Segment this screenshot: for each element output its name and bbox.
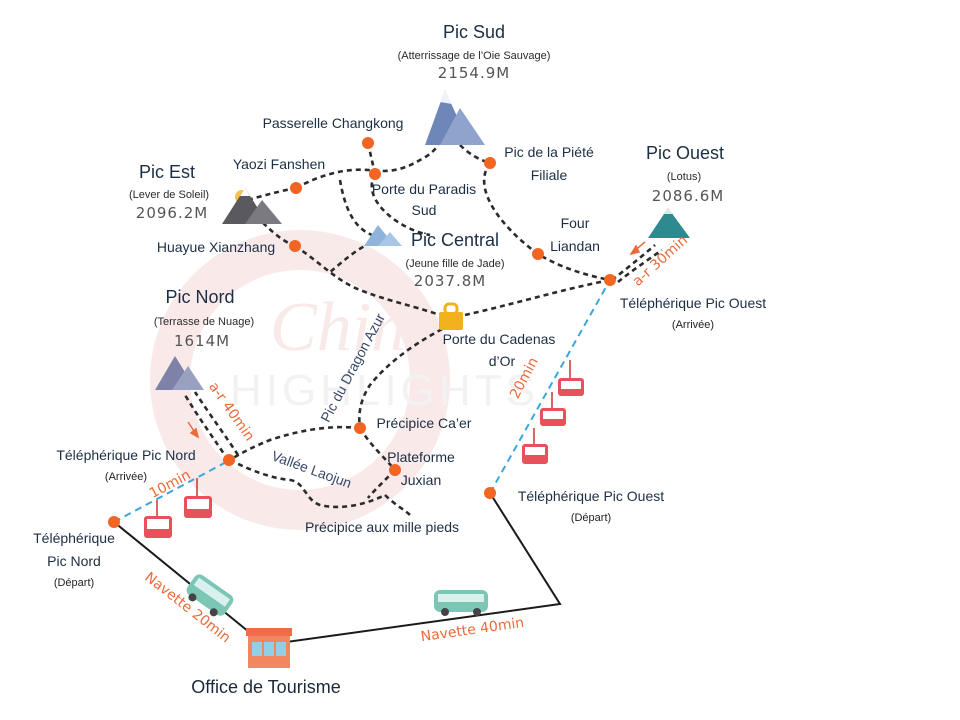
marker-paradis: [369, 168, 381, 180]
west-peak-name: Pic Ouest: [646, 143, 724, 163]
marker-north-bottom: [108, 516, 120, 528]
label-huayue: Huayue Xianzhang: [157, 239, 275, 255]
central-peak-subtitle: (Jeune fille de Jade): [405, 258, 504, 270]
west-peak-altitude: 2086.6M: [652, 187, 724, 205]
east-peak-name: Pic Est: [139, 162, 195, 182]
label-cadenas-1: Porte du Cadenas: [443, 331, 556, 347]
west-peak-icon: [648, 208, 690, 238]
shuttle-bus-icon: [186, 574, 488, 617]
cable-car-icon: [144, 360, 584, 538]
label-yaozi: Yaozi Fanshen: [233, 156, 325, 172]
central-peak-name: Pic Central: [411, 230, 499, 250]
label-changkong: Passerelle Changkong: [263, 115, 404, 131]
west-peak-subtitle: (Lotus): [667, 171, 701, 183]
south-peak-name: Pic Sud: [443, 22, 505, 42]
label-tourism-office: Office de Tourisme: [191, 677, 340, 697]
label-four-1: Four: [561, 215, 590, 231]
north-peak-icon: [155, 356, 204, 390]
label-juxian-2: Juxian: [401, 472, 441, 488]
label-north-bottom-2: Pic Nord: [47, 553, 101, 569]
label-piete-2: Filiale: [531, 167, 568, 183]
east-peak-icon: [222, 188, 282, 224]
marker-changkong: [362, 137, 374, 149]
label-juxian-1: Plateforme: [387, 449, 455, 465]
central-peak-icon: [364, 225, 402, 246]
watermark-logo: China HIGHLIGHTS: [150, 230, 539, 530]
duration-shuttle-west: Navette 40min: [420, 615, 525, 645]
label-cadenas-2: d’Or: [489, 353, 516, 369]
shuttle-roads: [113, 492, 562, 647]
central-peak-altitude: 2037.8M: [414, 272, 486, 290]
label-piete-1: Pic de la Piété: [504, 144, 594, 160]
tourism-office-icon: [246, 628, 292, 668]
cable-lines: [113, 279, 611, 523]
marker-caer: [354, 422, 366, 434]
golden-lock-icon: [439, 302, 463, 330]
svg-text:HIGHLIGHTS: HIGHLIGHTS: [230, 366, 539, 415]
marker-juxian: [389, 464, 401, 476]
marker-piete: [484, 157, 496, 169]
north-peak-name: Pic Nord: [165, 287, 234, 307]
label-west-bottom-sub: (Départ): [571, 512, 611, 524]
marker-four: [532, 248, 544, 260]
label-paradis-1: Porte du Paradis: [372, 181, 476, 197]
label-north-top: Téléphérique Pic Nord: [56, 447, 195, 463]
location-markers: [108, 137, 616, 528]
marker-yaozi: [290, 182, 302, 194]
north-peak-subtitle: (Terrasse de Nuage): [154, 316, 254, 328]
label-four-2: Liandan: [550, 238, 600, 254]
svg-text:China: China: [270, 289, 441, 366]
label-paradis-2: Sud: [412, 202, 437, 218]
marker-west-bottom: [484, 487, 496, 499]
label-mille: Précipice aux mille pieds: [305, 519, 459, 535]
east-peak-subtitle: (Lever de Soleil): [129, 189, 209, 201]
marker-north-top: [223, 454, 235, 466]
label-north-top-sub: (Arrivée): [105, 471, 147, 483]
east-peak-altitude: 2096.2M: [136, 204, 208, 222]
south-peak-subtitle: (Atterrissage de l’Oie Sauvage): [398, 50, 551, 62]
label-caer: Précipice Ca’er: [377, 415, 472, 431]
label-north-bottom-sub: (Départ): [54, 577, 94, 589]
label-west-top: Téléphérique Pic Ouest: [620, 295, 766, 311]
label-west-bottom: Téléphérique Pic Ouest: [518, 488, 664, 504]
label-west-top-sub: (Arrivée): [672, 319, 714, 331]
label-north-bottom-1: Téléphérique: [33, 530, 115, 546]
direction-arrows: [187, 241, 646, 439]
marker-huayue: [289, 240, 301, 252]
marker-west-top: [604, 274, 616, 286]
south-peak-icon: [425, 90, 485, 145]
south-peak-altitude: 2154.9M: [438, 64, 510, 82]
north-peak-altitude: 1614M: [174, 332, 230, 350]
duration-west-walk: a-r 30min: [630, 232, 691, 289]
